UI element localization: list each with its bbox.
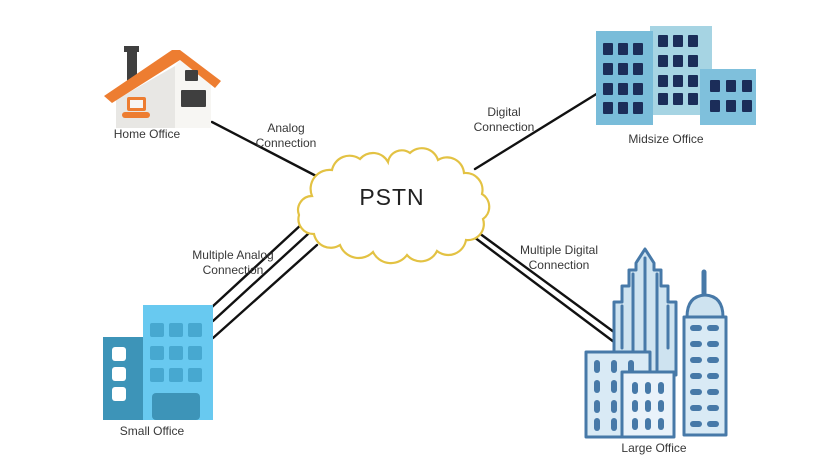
analog-connection-label: Analog Connection xyxy=(255,121,317,150)
chimney xyxy=(124,46,139,82)
pstn-label: PSTN xyxy=(359,184,425,210)
multiple-analog-line-3 xyxy=(211,243,319,340)
digital-connection-line xyxy=(473,91,600,171)
midsize-office-label: Midsize Office xyxy=(628,132,704,146)
home-office-label: Home Office xyxy=(113,127,181,141)
midsize-right-building xyxy=(700,69,756,125)
house-windows xyxy=(181,70,206,107)
house-icon xyxy=(104,46,221,128)
small-office-door xyxy=(152,393,200,420)
house-roof xyxy=(104,50,221,103)
office-building-icon xyxy=(103,305,213,420)
right-tower xyxy=(682,269,728,437)
multiple-analog-line-2 xyxy=(211,232,310,323)
laptop-icon xyxy=(122,97,150,118)
front-middle-windows xyxy=(632,382,664,430)
analog-connection-line xyxy=(210,120,322,180)
multiple-analog-connection-label: Multiple Analog Connection xyxy=(192,248,274,277)
midsize-back-windows xyxy=(658,35,698,105)
small-right-windows xyxy=(150,323,202,382)
pstn-cloud-icon xyxy=(297,147,491,265)
midsize-left-windows xyxy=(603,43,643,114)
digital-connection-label: Digital Connection xyxy=(473,105,535,134)
office-buildings-icon xyxy=(596,26,756,125)
midsize-right-windows xyxy=(710,80,752,112)
multiple-analog-line-1 xyxy=(210,221,305,309)
right-tower-windows xyxy=(690,325,719,427)
connection-lines xyxy=(210,91,620,347)
multiple-digital-line-2 xyxy=(464,229,620,347)
small-office-label: Small Office xyxy=(119,424,185,438)
multiple-digital-line-1 xyxy=(462,220,620,337)
skyscraper-icon xyxy=(584,247,728,439)
multiple-digital-connection-label: Multiple Digital Connection xyxy=(519,243,599,272)
large-office-label: Large Office xyxy=(621,441,687,455)
tower-dome xyxy=(685,293,725,319)
small-left-windows xyxy=(112,347,126,401)
